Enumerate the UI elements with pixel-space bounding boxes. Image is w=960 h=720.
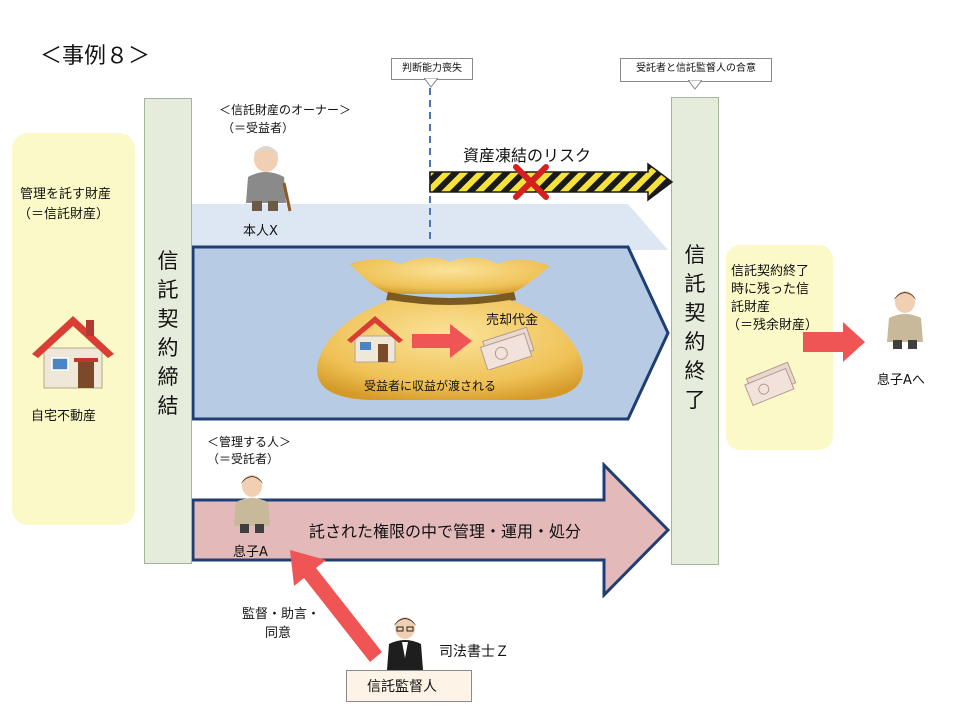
home-property-caption: 自宅不動産 bbox=[31, 409, 97, 424]
residual-line-3: 託財産 bbox=[731, 300, 771, 315]
contract-start-label: 信 託 契 約 締 結 bbox=[144, 247, 192, 421]
case-title: ＜事例８＞ bbox=[40, 44, 151, 69]
incapacity-callout-pointer bbox=[424, 78, 438, 88]
incapacity-timeline bbox=[429, 88, 431, 244]
recipient-label: 息子Aへ bbox=[877, 373, 925, 388]
small-house-icon bbox=[347, 316, 403, 363]
incapacity-callout: 判断能力喪失 bbox=[391, 58, 473, 80]
trustee-title: ＜管理する人＞ bbox=[207, 435, 292, 449]
trustee-authority-label: 託された権限の中で管理・運用・処分 bbox=[309, 522, 582, 541]
handover-arrow bbox=[803, 322, 865, 362]
son-person-icon bbox=[234, 475, 270, 533]
owner-name: 本人X bbox=[243, 224, 278, 239]
trust-supervisor-label: 信託監督人 bbox=[367, 679, 437, 695]
elderly-person-icon bbox=[246, 146, 292, 212]
contract-end-char: 約 bbox=[684, 330, 706, 354]
residual-line-4: （＝残余財産） bbox=[727, 318, 819, 333]
contract-end-char: 終 bbox=[684, 359, 706, 383]
house-icon bbox=[32, 316, 114, 389]
cross-mark-icon bbox=[513, 164, 549, 200]
supervision-arrow bbox=[290, 550, 382, 662]
trustee-role: （＝受託者） bbox=[207, 452, 280, 466]
scrivener-name: 司法書士Ｚ bbox=[439, 644, 509, 660]
sale-arrow bbox=[412, 324, 472, 358]
contract-start-char: 締 bbox=[157, 365, 179, 389]
freeze-risk-label: 資産凍結のリスク bbox=[463, 146, 592, 165]
banknote-icon bbox=[479, 326, 535, 370]
contract-start-char: 約 bbox=[157, 336, 179, 360]
supervision-action-1: 監督・助言・ bbox=[242, 607, 321, 622]
contract-start-char: 結 bbox=[157, 394, 179, 418]
contract-end-label: 信 託 契 約 終 了 bbox=[671, 241, 719, 415]
supervision-action-2: 同意 bbox=[265, 626, 292, 641]
contract-start-char: 信 bbox=[157, 249, 179, 273]
owner-role: （＝受益者） bbox=[222, 121, 295, 135]
contract-end-bar bbox=[671, 97, 719, 565]
contract-end-char: 託 bbox=[684, 272, 706, 296]
trustee-name: 息子A bbox=[233, 545, 268, 560]
agreement-callout-pointer bbox=[688, 80, 702, 90]
trustee-authority-arrow bbox=[191, 462, 671, 598]
contract-start-char: 託 bbox=[157, 278, 179, 302]
contract-end-char: 了 bbox=[684, 388, 706, 412]
trust-property-role: （＝信託財産） bbox=[18, 207, 110, 222]
sale-proceeds-label: 売却代金 bbox=[486, 313, 539, 328]
residual-line-1: 信託契約終了 bbox=[731, 264, 810, 279]
banknote-icon bbox=[744, 361, 797, 406]
benefit-label: 受益者に収益が渡される bbox=[364, 379, 497, 393]
son-recipient-icon bbox=[887, 291, 923, 349]
trust-property-panel bbox=[12, 133, 135, 525]
residual-line-2: 時に残った信 bbox=[731, 282, 810, 297]
freeze-risk-arrow bbox=[429, 162, 674, 202]
trust-property-label: 管理を託す財産 bbox=[20, 187, 112, 202]
contract-end-char: 信 bbox=[684, 243, 706, 267]
contract-start-bar bbox=[144, 98, 192, 564]
scrivener-person-icon bbox=[387, 617, 423, 670]
agreement-callout: 受託者と信託監督人の合意 bbox=[620, 58, 772, 82]
contract-start-char: 契 bbox=[157, 307, 179, 331]
trust-supervisor-box bbox=[346, 670, 472, 702]
owner-title: ＜信託財産のオーナー＞ bbox=[219, 103, 352, 117]
contract-end-char: 契 bbox=[684, 301, 706, 325]
